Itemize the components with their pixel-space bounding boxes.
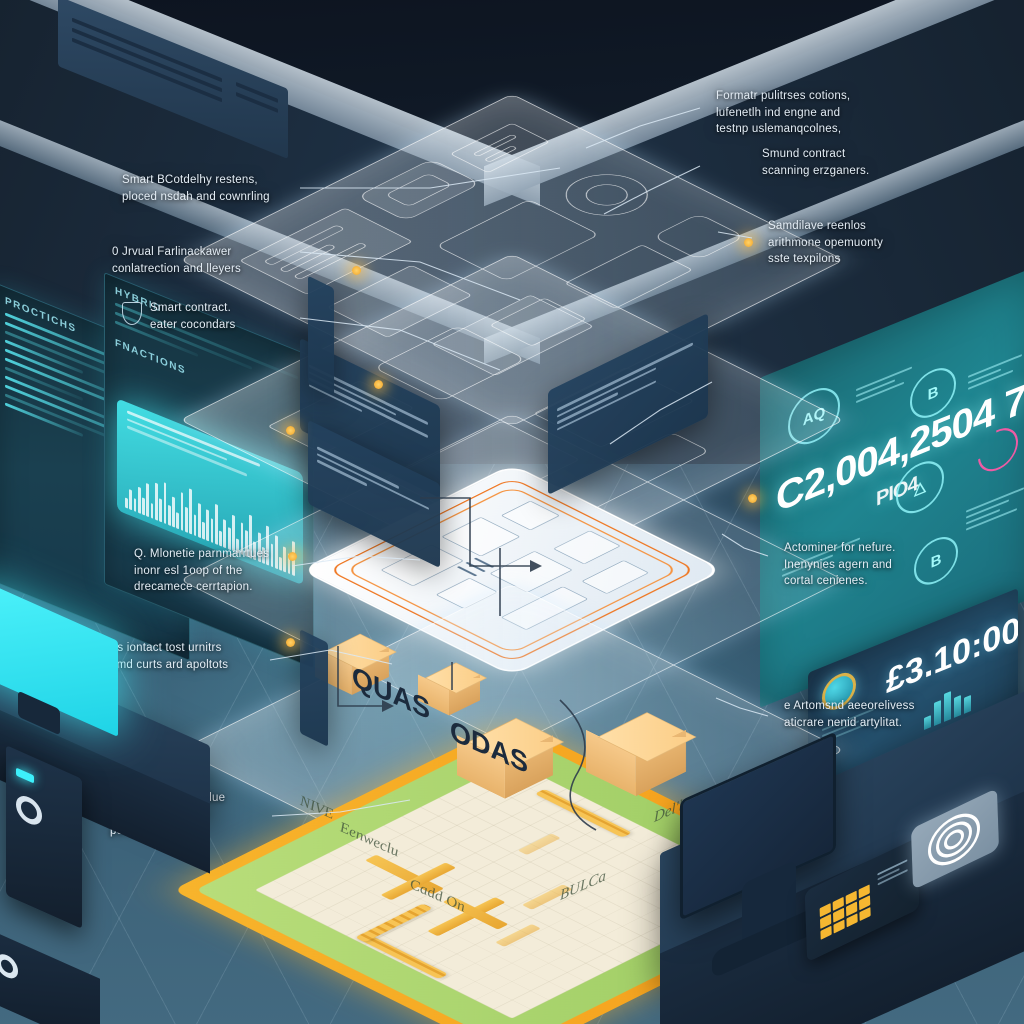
waveform-bar [125, 497, 128, 509]
waveform-bar [180, 492, 184, 532]
waveform-bar [176, 512, 180, 530]
tablet-keypad[interactable] [819, 884, 871, 940]
waveform-bar [142, 497, 145, 516]
glow-node [748, 494, 757, 503]
glow-node [744, 238, 753, 247]
badge-seal-icon [822, 667, 856, 716]
glow-node [352, 266, 361, 275]
waveform-bar [167, 505, 171, 526]
waveform-bar [163, 481, 167, 525]
dashboard-bar [924, 714, 931, 730]
waveform-bar [227, 527, 231, 551]
info-card-stack-edge[interactable] [308, 275, 334, 397]
dashboard-bar [964, 694, 971, 714]
waveform-bar [137, 486, 141, 514]
waveform-bar [214, 503, 218, 545]
dashboard-bar [934, 700, 941, 726]
waveform-bar [172, 496, 175, 528]
dashboard-bar [944, 690, 951, 722]
shield-icon [122, 302, 142, 325]
dashboard-bar [954, 695, 961, 718]
glow-node [286, 638, 295, 647]
glow-node [286, 426, 295, 435]
waveform-bar [150, 502, 154, 519]
waveform-bar [129, 489, 133, 511]
waveform-bar [232, 515, 235, 552]
waveform-bar [189, 488, 192, 535]
waveform-bar [219, 530, 222, 547]
glow-node [374, 380, 383, 389]
info-card-slab-edge[interactable] [300, 629, 328, 747]
waveform-bar [210, 517, 214, 544]
waveform-bar [184, 506, 188, 533]
waveform-bar [223, 519, 227, 549]
b-coin-icon-2: B [914, 529, 958, 592]
waveform-bar [159, 498, 163, 523]
waveform-bar [206, 509, 210, 542]
waveform-bar [202, 521, 205, 540]
waveform-bar [197, 502, 201, 539]
waveform-bar [154, 482, 158, 521]
waveform-bar [146, 482, 150, 518]
glow-node [288, 552, 297, 561]
waveform-bar [133, 498, 137, 513]
waveform-bar [193, 514, 197, 537]
